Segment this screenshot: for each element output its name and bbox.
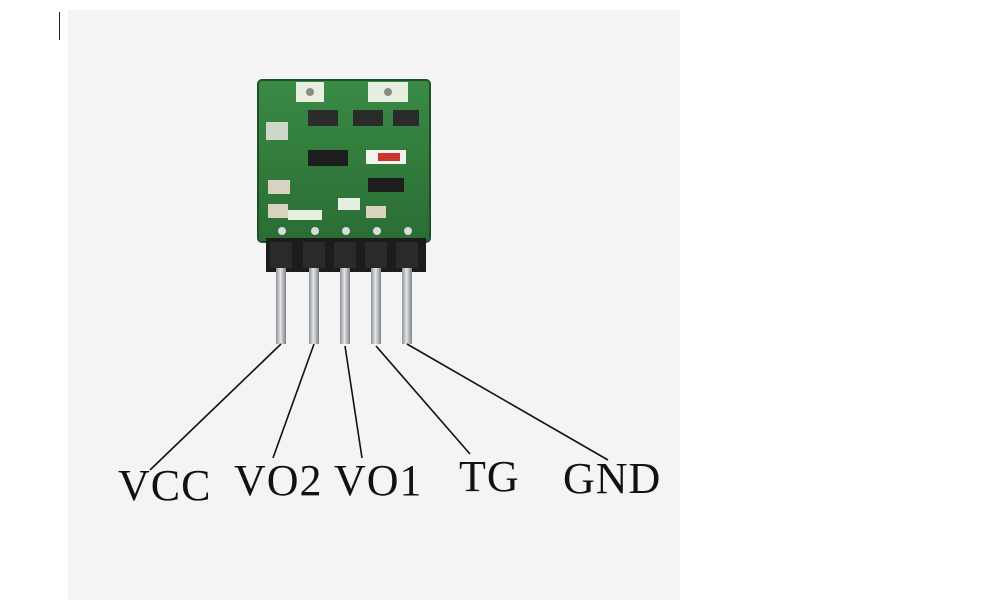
label-vo2: VO2 [234,456,323,505]
label-tg: TG [459,452,520,501]
pin-vo1 [340,268,350,344]
label-gnd: GND [563,454,662,503]
pcb-board [257,79,431,243]
pin-vo2 [309,268,319,344]
leader-line-vo2 [272,343,315,459]
module-photo [68,10,680,600]
pin-tg [371,268,381,344]
leader-line-vo1 [344,345,363,459]
leader-line-vcc [149,343,282,471]
pin-gnd [402,268,412,344]
pin-header [266,238,426,272]
pins [276,268,412,344]
text-cursor-line [59,12,60,40]
leader-line-tg [375,345,471,455]
module-illustration [149,79,609,471]
label-vcc: VCC [118,461,212,510]
pin-vcc [276,268,286,344]
leader-line-gnd [406,343,609,461]
leader-lines [149,343,609,471]
label-vo1: VO1 [334,456,423,505]
